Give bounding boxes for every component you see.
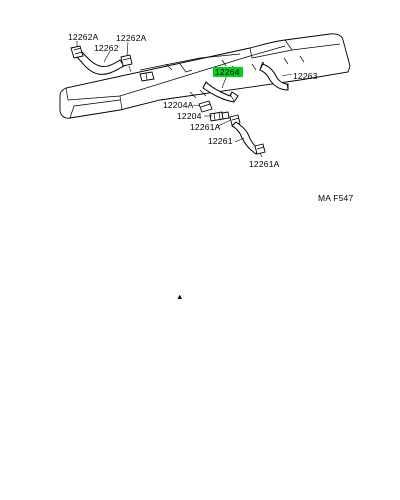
part-label-12262[interactable]: 12262: [94, 43, 119, 53]
part-label-12261a-lower[interactable]: 12261A: [249, 159, 280, 169]
part-label-12262a-right[interactable]: 12262A: [116, 33, 147, 43]
highlight-box: [213, 67, 243, 77]
part-label-12204a[interactable]: 12204A: [163, 100, 194, 110]
hose-12263-drawing: [259, 61, 289, 91]
valve-12204-drawing: [198, 100, 230, 122]
hose-12264-drawing: [202, 81, 239, 103]
part-label-12262a-left[interactable]: 12262A: [68, 32, 99, 42]
part-label-12204[interactable]: 12204: [177, 111, 202, 121]
hose-12261-drawing: [229, 114, 266, 155]
part-label-12261a-upper[interactable]: 12261A: [190, 122, 221, 132]
part-label-12263[interactable]: 12263: [293, 71, 318, 81]
leader-lines: [76, 41, 293, 158]
part-label-12261[interactable]: 12261: [208, 136, 233, 146]
part-label-12264[interactable]: 12264: [215, 67, 240, 77]
diagram-code: MA F547: [318, 193, 353, 203]
stray-mark: ▲: [176, 292, 183, 301]
